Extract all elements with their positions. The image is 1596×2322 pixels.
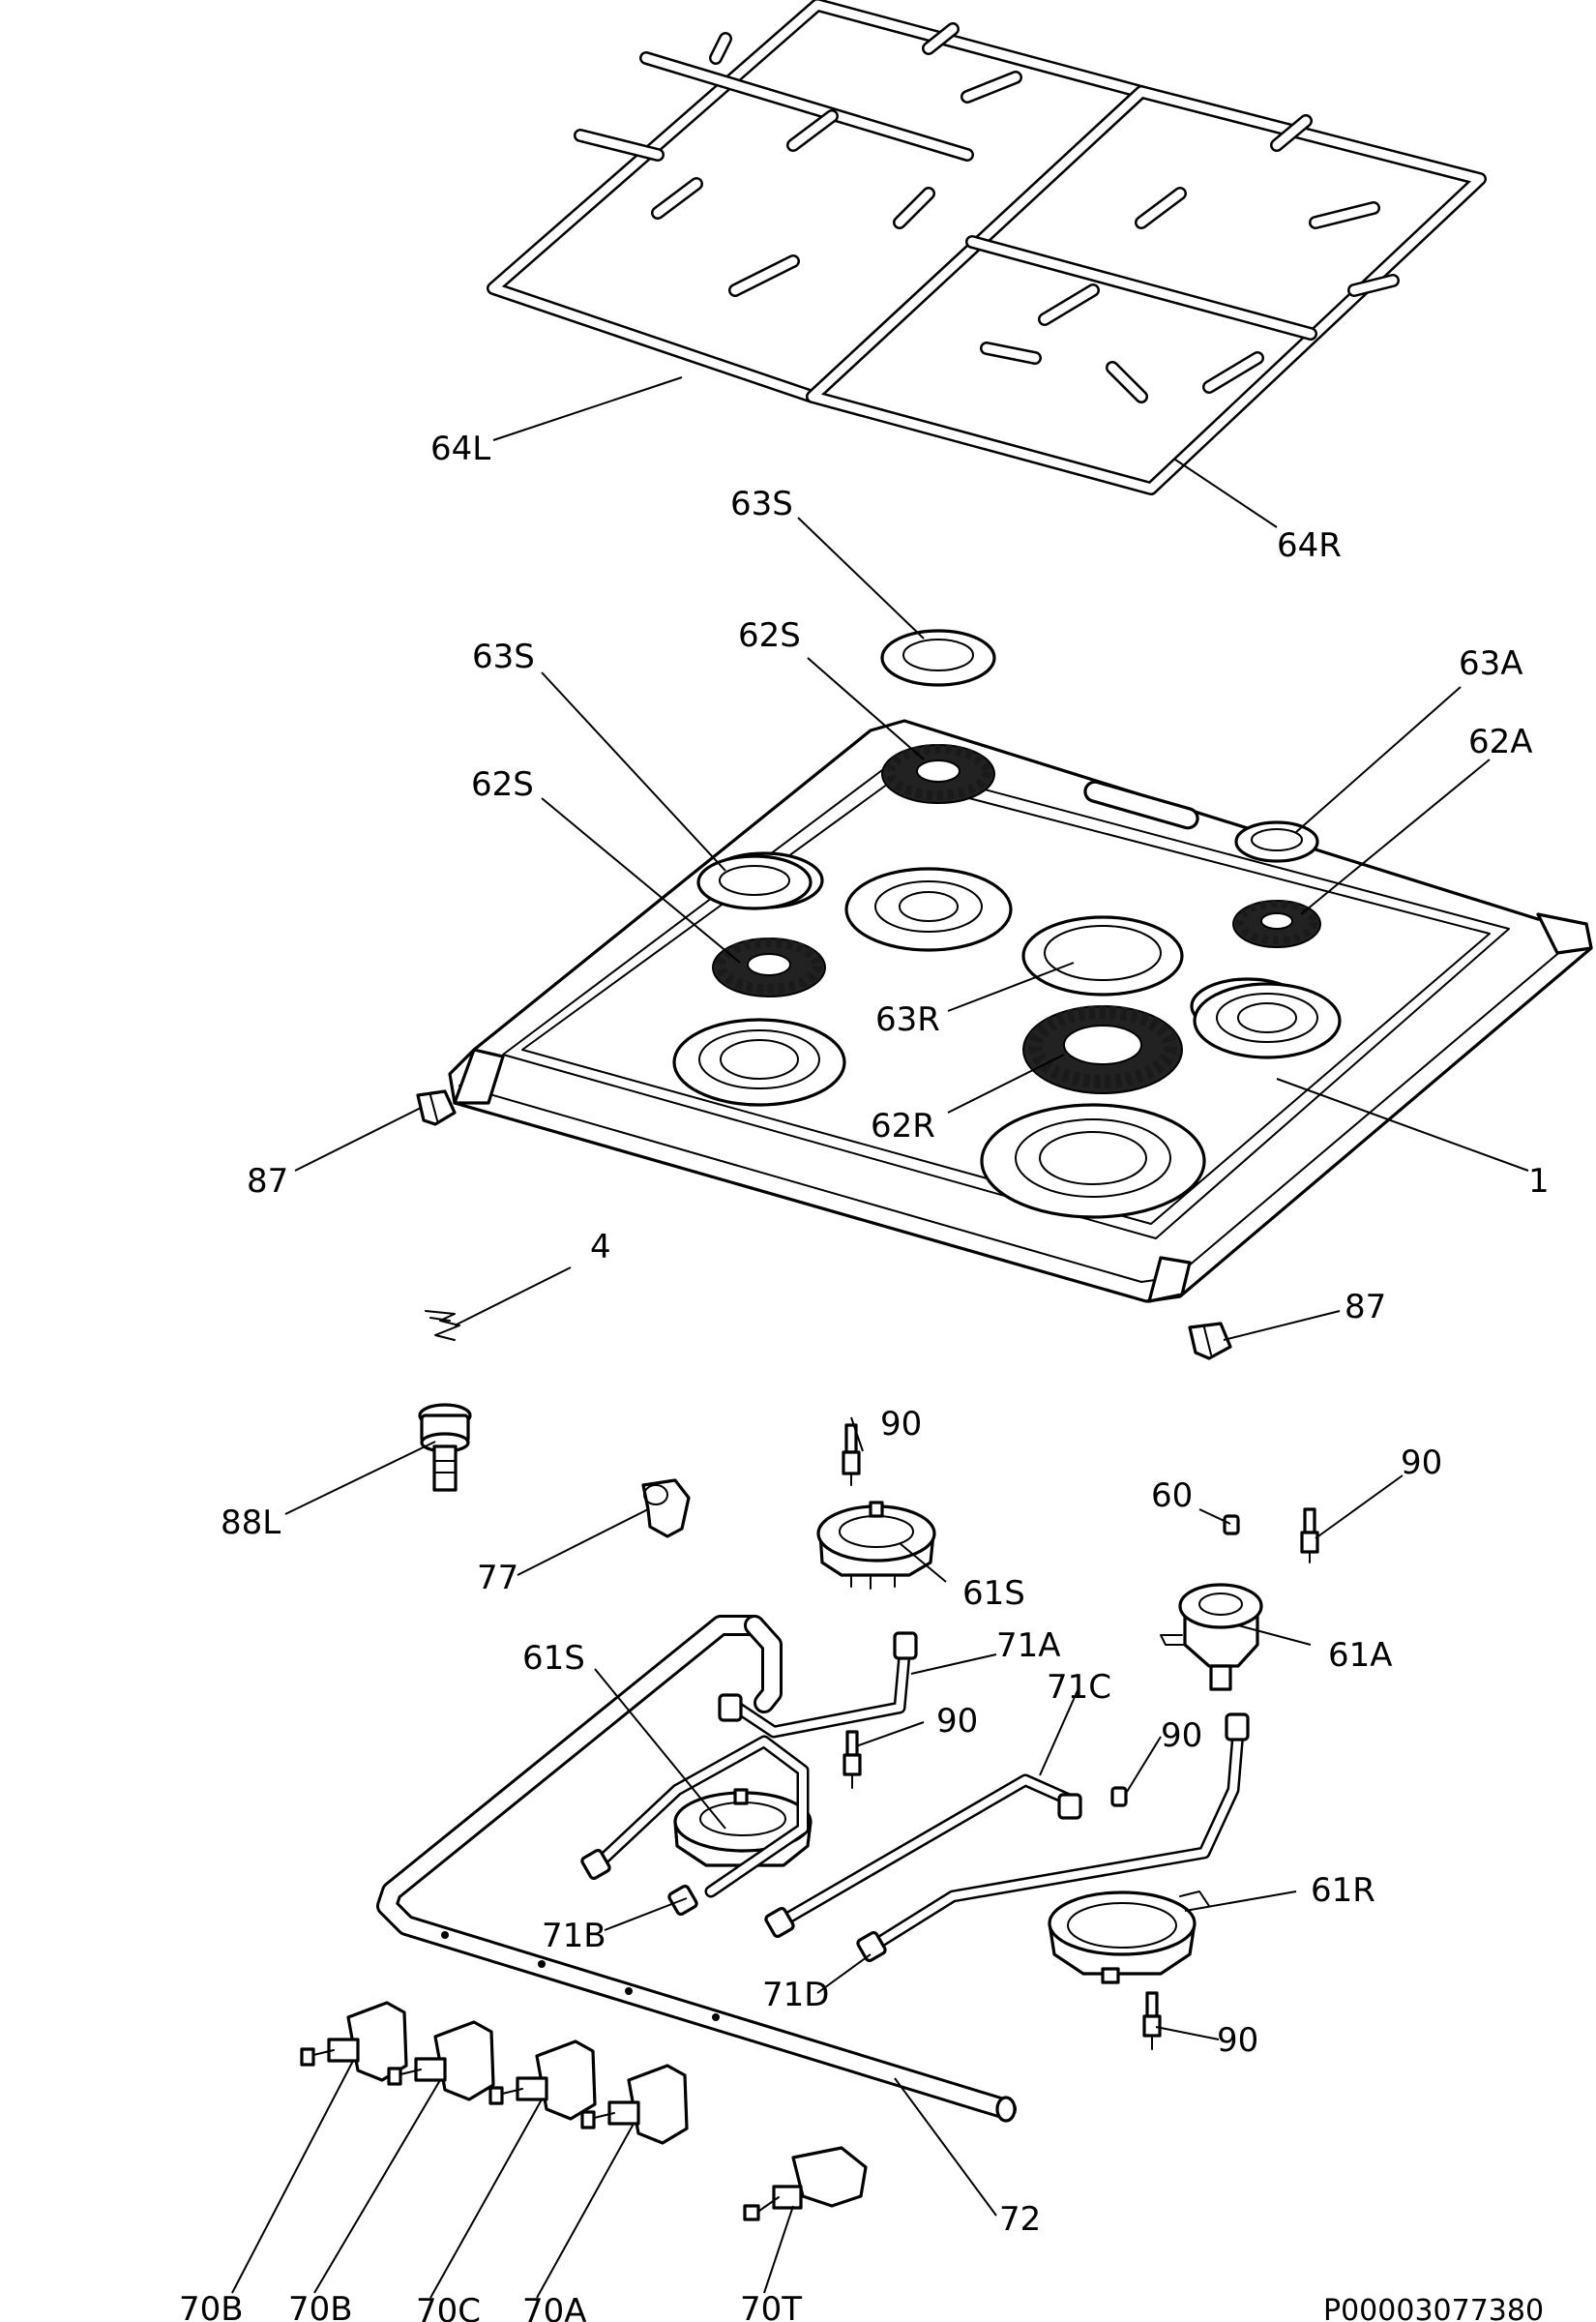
label-61R: 61R <box>1311 1871 1375 1910</box>
burner-well-right-front <box>1193 982 1342 1059</box>
label-1: 1 <box>1528 1162 1550 1201</box>
label-90-d: 90 <box>1161 1716 1202 1755</box>
burner-well-centre-rear <box>844 867 1013 952</box>
burner-head-62S-top <box>881 744 995 804</box>
label-64L: 64L <box>430 430 490 468</box>
burner-cap-63S-top <box>880 629 996 687</box>
label-62S-left: 62S <box>471 765 534 804</box>
gas-connector-88L <box>418 1403 472 1492</box>
label-63R: 63R <box>875 1000 940 1039</box>
label-70A: 70A <box>522 2292 587 2322</box>
label-70T: 70T <box>740 2290 802 2322</box>
label-70B-2: 70B <box>288 2290 353 2322</box>
gas-pipe-71D <box>856 1712 1250 1963</box>
rubber-foot-87-left <box>416 1089 457 1126</box>
label-70B-1: 70B <box>179 2290 244 2322</box>
burner-cap-63A <box>1234 820 1319 863</box>
label-90-e: 90 <box>1217 2021 1258 2060</box>
elbow-fitting-77 <box>641 1478 691 1538</box>
label-63S-left: 63S <box>472 638 535 676</box>
label-90-b: 90 <box>1401 1444 1442 1482</box>
gas-tap-70B-2 <box>387 2020 495 2101</box>
label-90-a: 90 <box>880 1405 922 1444</box>
grate-left-64L <box>487 0 1148 403</box>
label-64R: 64R <box>1277 526 1342 565</box>
label-70C: 70C <box>416 2292 481 2322</box>
label-87-right: 87 <box>1345 1288 1386 1326</box>
document-number: P00003077380 <box>1323 2294 1544 2322</box>
label-77: 77 <box>477 1559 518 1597</box>
burner-base-61A <box>1160 1583 1263 1691</box>
gas-tap-70C <box>488 2039 597 2121</box>
electrode-90-d <box>1110 1786 1128 1807</box>
label-61S-left: 61S <box>522 1639 585 1678</box>
label-4: 4 <box>590 1228 611 1266</box>
label-87-left: 87 <box>247 1162 288 1201</box>
grate-right-64R <box>806 85 1487 495</box>
part-labels: 64L 64R 63S 62S 63S 62S 63A 62A 63R 62R … <box>179 430 1550 2322</box>
gas-manifold-72 <box>376 1615 1017 2123</box>
nut-60 <box>1223 1514 1240 1535</box>
gas-pipe-71C <box>764 1773 1082 1939</box>
label-61S-top: 61S <box>962 1574 1025 1613</box>
label-62A: 62A <box>1468 723 1533 761</box>
label-88L: 88L <box>221 1503 281 1542</box>
electrode-90-c <box>842 1730 862 1789</box>
gas-tap-70T <box>743 2146 868 2221</box>
burner-base-61S-left <box>673 1788 813 1867</box>
clip-4 <box>425 1310 460 1341</box>
electrode-90-b <box>1300 1507 1319 1563</box>
label-63A: 63A <box>1459 644 1523 683</box>
electrode-90-a <box>842 1423 861 1486</box>
electrode-90-e <box>1142 1991 1162 2050</box>
burner-head-62R <box>1022 1005 1183 1094</box>
label-72: 72 <box>999 2200 1041 2239</box>
burner-cap-63R <box>1021 915 1184 997</box>
label-62R: 62R <box>871 1107 935 1146</box>
gas-tap-70A <box>580 2064 689 2145</box>
label-71A: 71A <box>996 1626 1061 1665</box>
burner-base-61S-top <box>816 1501 936 1590</box>
label-71B: 71B <box>542 1917 606 1955</box>
label-71C: 71C <box>1047 1668 1111 1707</box>
burner-well-centre-front <box>980 1103 1206 1219</box>
burner-cap-63S-left <box>696 854 813 910</box>
hob-top-plate <box>448 719 1593 1303</box>
burner-head-62A <box>1232 900 1321 948</box>
gas-pipe-71A <box>718 1631 918 1739</box>
burner-head-62S-left <box>712 938 826 997</box>
label-60: 60 <box>1151 1476 1193 1515</box>
label-63S-top: 63S <box>730 485 793 523</box>
gas-tap-70B-1 <box>300 2001 408 2082</box>
burner-base-61R <box>1048 1890 1210 1984</box>
rubber-foot-87-right <box>1188 1322 1232 1360</box>
label-71D: 71D <box>762 1976 829 2014</box>
label-61A: 61A <box>1328 1636 1393 1675</box>
gas-pipe-71B <box>580 1735 810 1917</box>
leader-lines <box>231 376 1529 2299</box>
label-62S-top: 62S <box>738 616 801 655</box>
burner-well-left-front <box>672 1018 846 1107</box>
label-90-c: 90 <box>936 1702 978 1741</box>
